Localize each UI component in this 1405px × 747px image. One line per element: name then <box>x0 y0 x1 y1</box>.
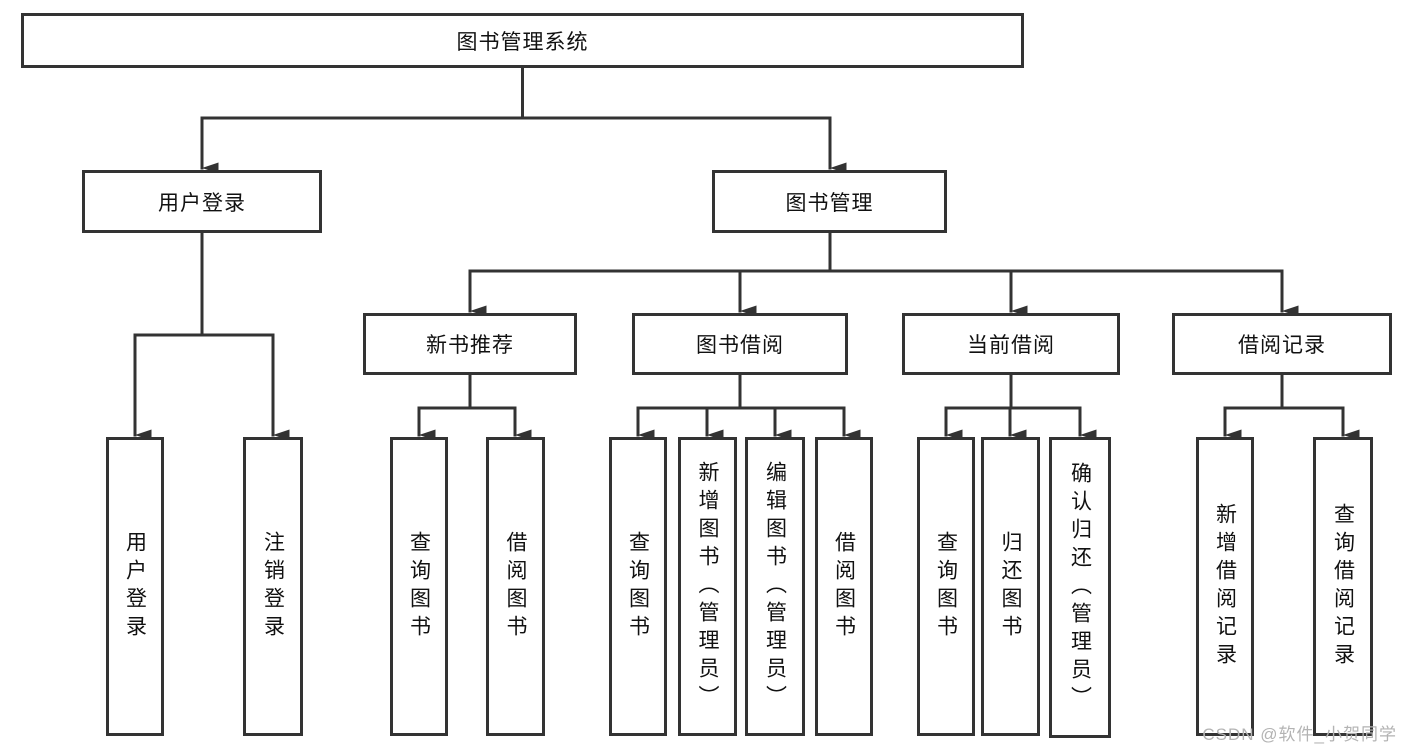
leaf-borrow-books: 借阅图书 <box>486 437 545 736</box>
node-book-borrowing: 图书借阅 <box>632 313 848 375</box>
leaf-confirm-return-admin: 确认归还（管理员） <box>1049 437 1111 738</box>
leaf-return-books: 归还图书 <box>981 437 1040 736</box>
leaf-add-books-admin: 新增图书（管理员） <box>678 437 737 736</box>
leaf-borrow-books: 借阅图书 <box>815 437 873 736</box>
node-borrowing-records: 借阅记录 <box>1172 313 1392 375</box>
leaf-add-borrowing-record: 新增借阅记录 <box>1196 437 1254 736</box>
node-new-book-recommendation: 新书推荐 <box>363 313 577 375</box>
leaf-user-login: 用户登录 <box>106 437 164 736</box>
leaf-query-books: 查询图书 <box>609 437 667 736</box>
leaf-edit-books-admin: 编辑图书（管理员） <box>745 437 805 736</box>
node-library-management-system: 图书管理系统 <box>21 13 1024 68</box>
leaf-logout: 注销登录 <box>243 437 303 736</box>
node-book-management: 图书管理 <box>712 170 947 233</box>
leaf-query-borrowing-record: 查询借阅记录 <box>1313 437 1373 736</box>
node-current-borrowing: 当前借阅 <box>902 313 1120 375</box>
node-user-login: 用户登录 <box>82 170 322 233</box>
leaf-query-books: 查询图书 <box>390 437 448 736</box>
leaf-query-books: 查询图书 <box>917 437 975 736</box>
csdn-watermark: CSDN @软件_小贺同学 <box>1202 725 1397 744</box>
